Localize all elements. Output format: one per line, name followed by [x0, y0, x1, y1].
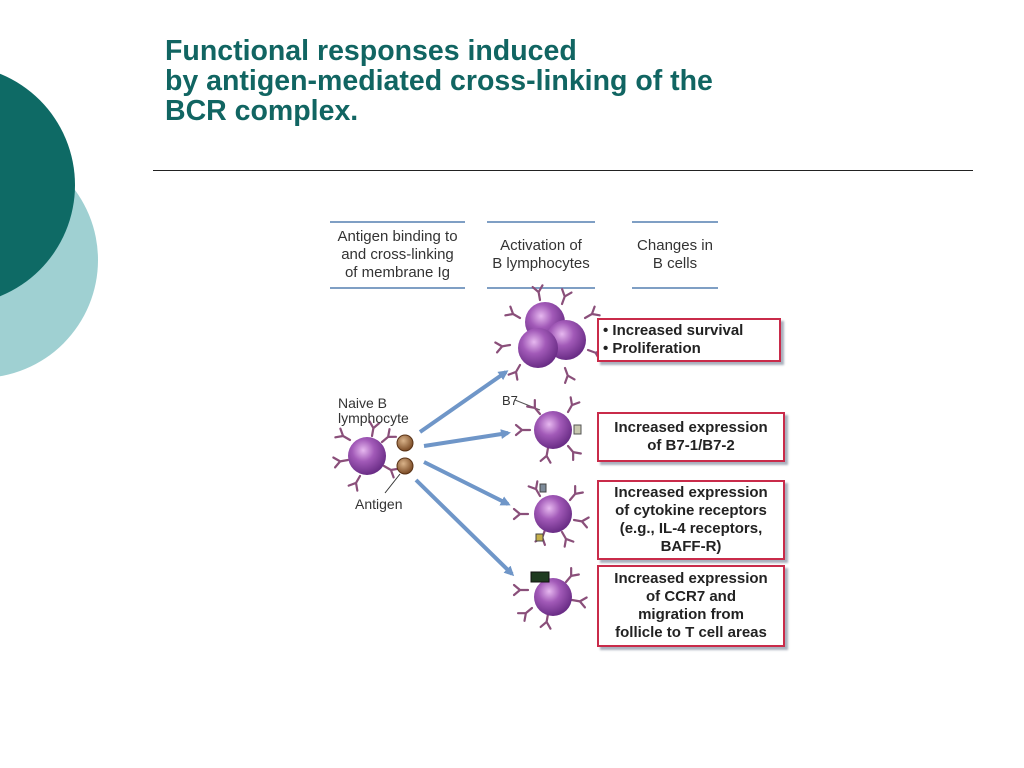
response-4-line-4: follicle to T cell areas — [615, 624, 767, 641]
response-survival-proliferation: • Increased survival • Proliferation — [597, 318, 781, 362]
ccr7-cell — [512, 566, 588, 630]
response-1-line-2: • Proliferation — [603, 340, 701, 357]
response-3-line-1: Increased expression — [614, 484, 768, 501]
title-line-2: by antigen-mediated cross-linking of the — [165, 65, 713, 97]
title-line-3: BCR complex. — [165, 95, 359, 127]
arrow-to-ccr7 — [414, 478, 515, 577]
deco-dark-circle — [0, 73, 75, 297]
activation-arrows — [414, 370, 515, 577]
naive-label-line-1: Naive B — [338, 395, 388, 411]
slide-title: Functional responses induced by antigen-… — [165, 36, 965, 126]
antigen-label: Antigen — [355, 496, 403, 512]
cytokine-receptor-cell — [512, 480, 590, 548]
header-1-line-3: of membrane Ig — [344, 264, 451, 281]
title-line-1: Functional responses induced — [165, 35, 577, 67]
arrow-to-cytokine — [423, 460, 511, 506]
arrow-to-survival — [418, 370, 509, 434]
header-3-line-1: Changes in — [637, 237, 713, 254]
header-2-line-1: Activation of — [500, 237, 582, 254]
response-1-line-1: • Increased survival — [603, 322, 744, 339]
response-3-line-4: BAFF-R) — [660, 538, 722, 555]
naive-b-cell — [332, 420, 400, 492]
b7-label: B7 — [502, 393, 518, 408]
response-ccr7-migration: Increased expression of CCR7 and migrati… — [597, 565, 785, 647]
title-divider — [153, 170, 973, 171]
antigen-particles — [384, 434, 414, 494]
header-1-line-1: Antigen binding to — [337, 228, 458, 245]
proliferating-cells — [494, 284, 604, 384]
response-b7-expression: Increased expression of B7-1/B7-2 — [597, 412, 785, 462]
response-3-line-3: (e.g., IL-4 receptors, — [619, 520, 763, 537]
response-2-line-1: Increased expression — [614, 419, 768, 436]
header-changes: Changes in B cells — [632, 221, 718, 289]
b7-expressing-cell — [514, 396, 582, 464]
response-cytokine-receptors: Increased expression of cytokine recepto… — [597, 480, 785, 560]
header-2-line-2: B lymphocytes — [492, 255, 590, 272]
response-2-line-2: of B7-1/B7-2 — [647, 437, 735, 454]
response-4-line-3: migration from — [638, 606, 744, 623]
header-3-line-2: B cells — [652, 255, 698, 272]
header-antigen-binding: Antigen binding to and cross-linking of … — [330, 221, 465, 289]
decorative-circles — [0, 73, 98, 377]
response-4-line-2: of CCR7 and — [646, 588, 736, 605]
response-4-line-1: Increased expression — [614, 570, 768, 587]
arrow-to-b7 — [423, 429, 511, 448]
naive-label-line-2: lymphocyte — [338, 410, 409, 426]
header-1-line-2: and cross-linking — [341, 246, 454, 263]
naive-b-lymphocyte-label: Naive B lymphocyte — [338, 396, 409, 426]
response-3-line-2: of cytokine receptors — [615, 502, 767, 519]
